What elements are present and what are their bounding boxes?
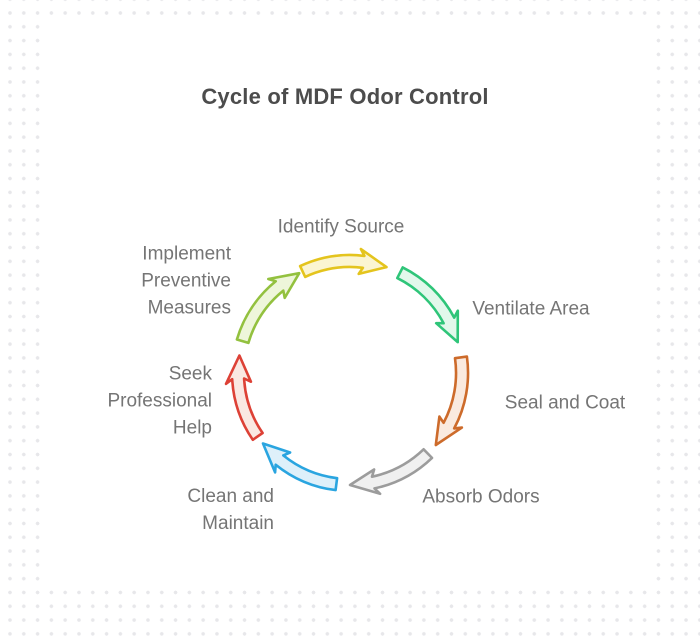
step-label-line: Ventilate Area	[472, 298, 590, 320]
step-label-absorb-odors: Absorb Odors	[422, 484, 539, 511]
cycle-arrow-green	[396, 266, 460, 344]
cycle-arrow-red	[224, 354, 264, 442]
step-label-line: Seek	[168, 363, 212, 385]
step-label-line: Help	[172, 417, 212, 439]
step-label-line: Identify Source	[277, 216, 405, 238]
step-label-line: Clean and	[187, 486, 274, 507]
cycle-arrow-orange	[434, 355, 470, 447]
step-label-line: Preventive	[141, 270, 231, 292]
cycle-arrow-yellow-green	[235, 271, 301, 345]
step-label-line: Measures	[147, 297, 231, 319]
step-label-ventilate-area: Ventilate Area	[472, 296, 589, 323]
step-label-line: Maintain	[202, 513, 274, 534]
cycle-arrow-yellow	[298, 247, 388, 279]
diagram-card	[44, 19, 655, 585]
step-label-line: Seal and Coat	[504, 392, 626, 414]
page-title: Cycle of MDF Odor Control	[201, 84, 489, 109]
step-label-seal-and-coat: Seal and Coat	[505, 390, 625, 417]
step-label-line: Professional	[107, 390, 212, 412]
step-label-line: Absorb Odors	[422, 486, 540, 508]
step-label-identify-source: Identify Source	[278, 214, 405, 241]
cycle-arrow-gray	[348, 448, 434, 496]
step-label-line: Implement	[142, 243, 231, 265]
cycle-arrow-blue	[261, 442, 339, 492]
